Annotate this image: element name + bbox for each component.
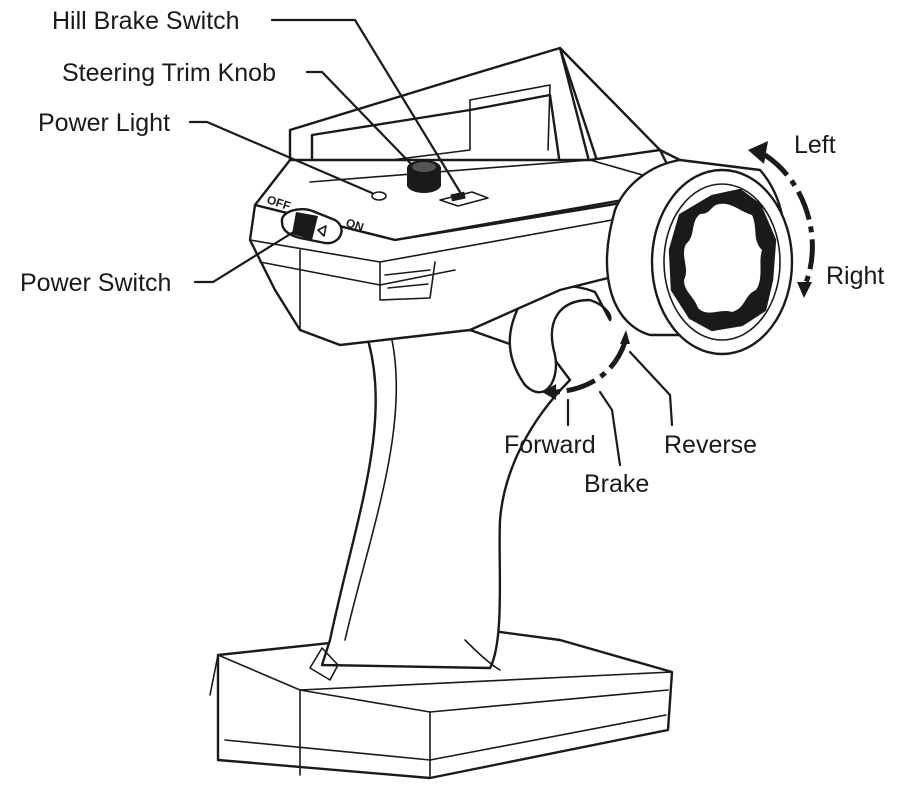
left-label: Left bbox=[794, 131, 836, 159]
hill-brake-switch-leader bbox=[270, 18, 462, 194]
power-light-shape bbox=[371, 191, 387, 201]
left-arrowhead bbox=[748, 141, 768, 164]
brake-leader bbox=[598, 390, 622, 467]
power-switch-leader bbox=[193, 226, 302, 284]
power-switch-label: Power Switch bbox=[20, 269, 171, 297]
steering-wheel bbox=[605, 158, 794, 356]
power-light-label: Power Light bbox=[38, 109, 170, 137]
right-label: Right bbox=[826, 262, 884, 290]
power-switch-shape bbox=[280, 208, 343, 245]
hill-brake-switch-label: Hill Brake Switch bbox=[52, 7, 240, 35]
on-marking: ON bbox=[344, 216, 365, 235]
forward-arrowhead bbox=[542, 384, 556, 400]
power-light-leader bbox=[188, 120, 374, 195]
forward-label: Forward bbox=[504, 431, 596, 459]
steering-trim-knob-leader bbox=[305, 70, 414, 167]
reverse-label: Reverse bbox=[664, 431, 757, 459]
steering-direction-arc bbox=[748, 141, 815, 298]
reverse-arrowhead bbox=[620, 330, 630, 344]
steering-trim-knob-shape bbox=[407, 160, 441, 193]
steering-trim-knob-label: Steering Trim Knob bbox=[62, 59, 276, 87]
reverse-leader bbox=[628, 350, 674, 427]
transmitter-grip bbox=[309, 328, 572, 681]
brake-label: Brake bbox=[584, 470, 649, 498]
throttle-direction-arc bbox=[542, 330, 630, 400]
right-arrowhead bbox=[797, 282, 812, 298]
hill-brake-switch-shape bbox=[439, 191, 489, 207]
